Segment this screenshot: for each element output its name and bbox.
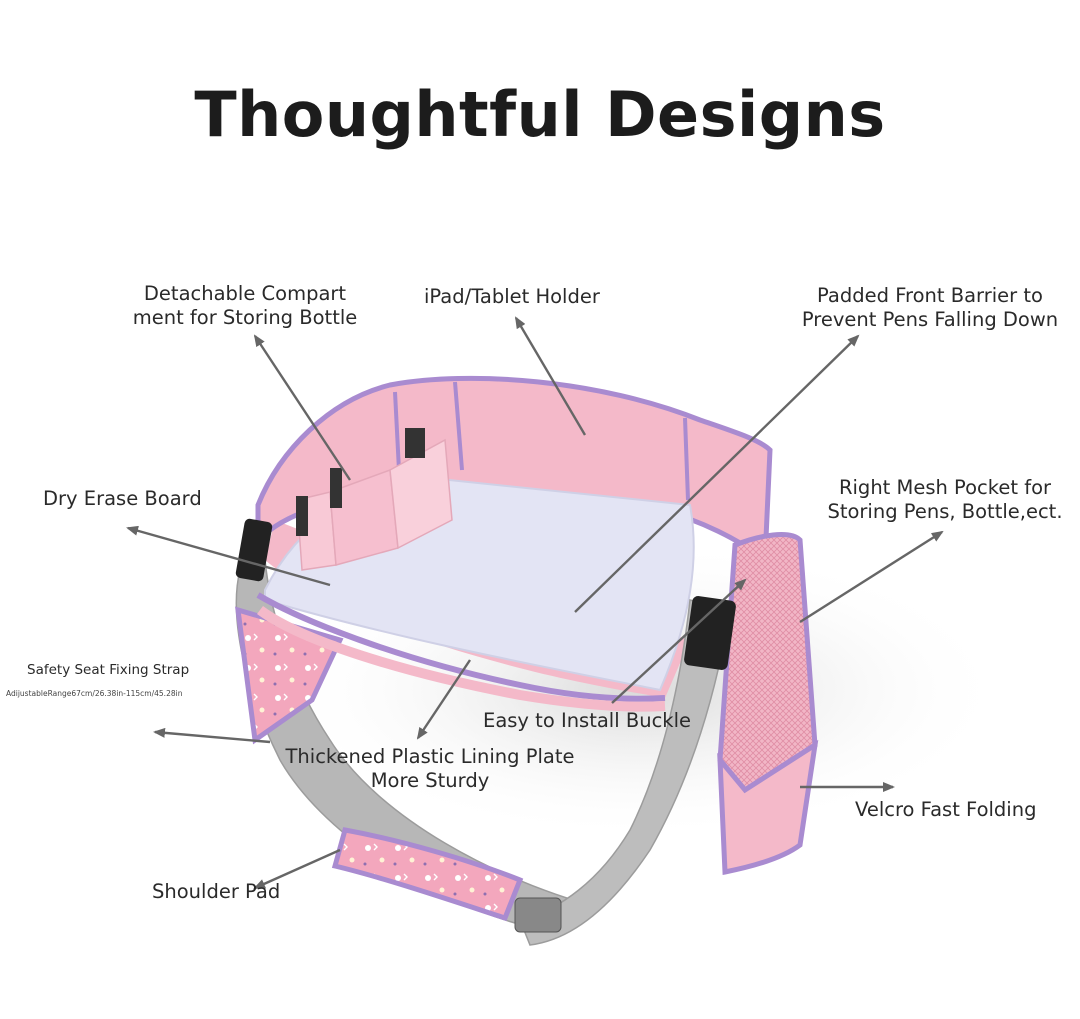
ipad-holder-label: iPad/Tablet Holder xyxy=(424,285,600,308)
mesh-pocket-label-line-2: Storing Pens, Bottle,ect. xyxy=(827,500,1063,523)
compartment-label-line-2: ment for Storing Bottle xyxy=(132,306,358,329)
compartment-label-line-1: Detachable Compart xyxy=(143,282,347,305)
plate-label-line-1: Thickened Plastic Lining Plate xyxy=(285,745,575,768)
bottle-compartment-icon xyxy=(296,428,453,571)
pointer-arrows xyxy=(126,316,944,890)
shoulder-pad-icon xyxy=(331,827,524,922)
velcro-label: Velcro Fast Folding xyxy=(855,798,1037,821)
front-barrier-label-line-2: Prevent Pens Falling Down xyxy=(801,308,1059,331)
front-barrier-label: Padded Front Barrier to Prevent Pens Fal… xyxy=(780,284,1080,332)
strap-range-label: AdijustableRange67cm/26.38in-115cm/45.28… xyxy=(6,689,183,698)
front-barrier-label-line-1: Padded Front Barrier to xyxy=(817,284,1043,307)
plate-label-line-2: More Sturdy xyxy=(370,769,490,792)
buckle-label: Easy to Install Buckle xyxy=(483,709,692,732)
mesh-pocket-label: Right Mesh Pocket for Storing Pens, Bott… xyxy=(810,476,1080,524)
tray-rim-icon xyxy=(256,592,666,702)
dry-erase-label: Dry Erase Board xyxy=(43,487,202,510)
plate-label: Thickened Plastic Lining Plate More Stur… xyxy=(280,745,580,793)
velcro-flap-icon xyxy=(717,739,819,876)
buckle-icon xyxy=(235,518,736,933)
strap-label: Safety Seat Fixing Strap xyxy=(27,662,190,678)
mesh-pocket-label-line-1: Right Mesh Pocket for xyxy=(838,476,1052,499)
shoulder-pad-label: Shoulder Pad xyxy=(152,880,281,903)
compartment-label: Detachable Compart ment for Storing Bott… xyxy=(110,282,380,330)
strap-front-icon xyxy=(518,599,731,946)
page-title: Thoughtful Designs xyxy=(194,78,886,151)
